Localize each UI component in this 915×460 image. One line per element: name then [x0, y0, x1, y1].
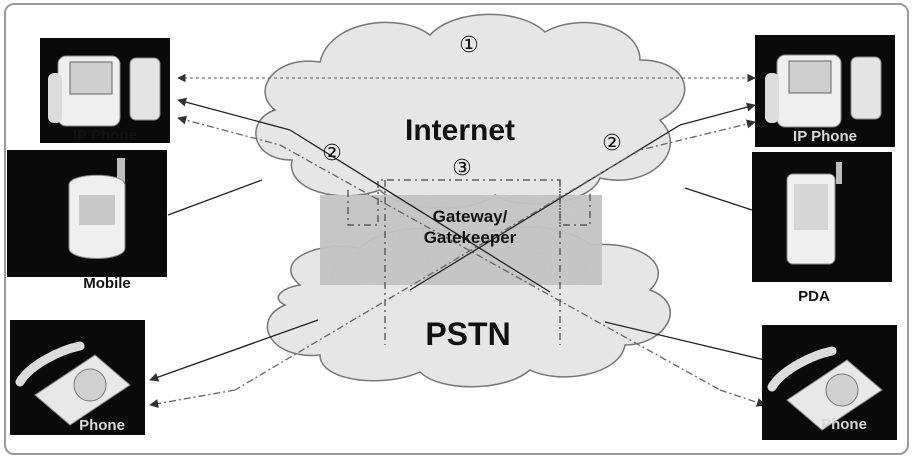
- mobile-label: Mobile: [83, 275, 131, 292]
- pda-device: PDA: [752, 152, 892, 305]
- gateway-label-line2: Gatekeeper: [424, 228, 517, 247]
- desk-phone-icon: [15, 341, 131, 426]
- ip-phone-icon: [765, 54, 882, 128]
- mobile-phone-icon: [68, 158, 126, 259]
- internet-label: Internet: [405, 114, 515, 147]
- ip-phone-icon: [48, 55, 161, 127]
- ip-phone-left-label: IP Phone: [73, 127, 137, 144]
- mobile-device: Mobile: [7, 150, 167, 292]
- pstn-label: PSTN: [425, 316, 510, 352]
- ip-phone-left: IP Phone: [40, 38, 170, 144]
- marker-2-left: ②: [322, 141, 342, 166]
- call-path-3: [347, 179, 591, 345]
- phone-left-label: Phone: [79, 417, 125, 434]
- desk-phone-icon: [767, 346, 883, 431]
- ip-phone-right-label: IP Phone: [793, 128, 857, 145]
- gateway-label-line1: Gateway/: [433, 207, 508, 226]
- call-path-2-right: [149, 102, 756, 409]
- marker-2-right: ②: [602, 131, 622, 156]
- gateway-band: [320, 195, 602, 285]
- diagram-frame: [4, 3, 909, 455]
- phone-right: Phone: [762, 325, 897, 440]
- wireless-links: [167, 179, 753, 216]
- pda-icon: [786, 162, 842, 265]
- phone-right-label: Phone: [821, 416, 867, 433]
- marker-1: ①: [459, 33, 479, 58]
- ip-phone-right: IP Phone: [755, 35, 895, 147]
- call-path-2-left: [177, 97, 766, 407]
- pda-label: PDA: [798, 288, 830, 305]
- phone-left: Phone: [10, 320, 145, 435]
- marker-3: ③: [452, 156, 472, 181]
